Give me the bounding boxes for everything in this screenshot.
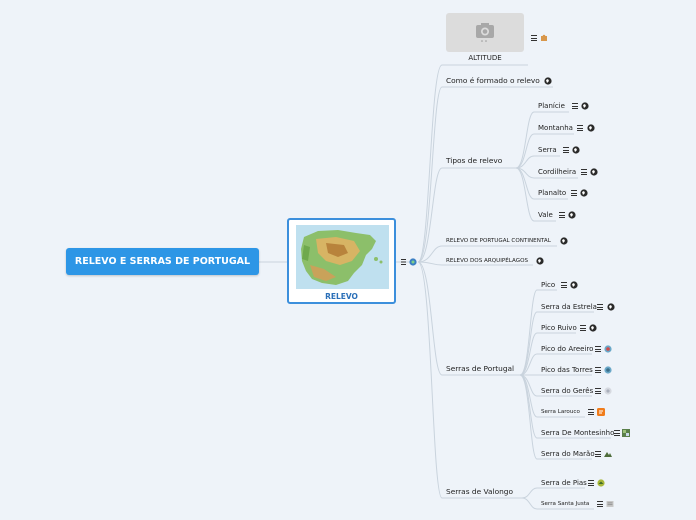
- root-label: RELEVO E SERRAS DE PORTUGAL: [74, 256, 251, 267]
- notes-icon[interactable]: [531, 35, 537, 41]
- notes-icon[interactable]: [614, 430, 620, 436]
- globe-icon[interactable]: [536, 257, 544, 265]
- globe-icon[interactable]: [581, 102, 589, 110]
- hub-icon: [401, 258, 417, 266]
- landscape-icon[interactable]: [597, 479, 605, 487]
- branch-como-formado[interactable]: Como é formado o relevo: [446, 76, 540, 85]
- serra-item[interactable]: Serra De Montesinho: [541, 429, 615, 437]
- notes-icon[interactable]: [595, 388, 601, 394]
- branch-tipos-de-relevo[interactable]: Tipos de relevo: [446, 156, 503, 165]
- globe-icon[interactable]: [580, 189, 588, 197]
- valongo-item[interactable]: Serra de Pias: [541, 479, 587, 487]
- wikipedia-icon[interactable]: [604, 366, 612, 374]
- branch-serras-de-portugal[interactable]: Serras de Portugal: [446, 364, 515, 373]
- web-page-icon[interactable]: [604, 387, 612, 395]
- serra-item[interactable]: Pico Ruivo: [541, 324, 577, 332]
- notes-icon[interactable]: [597, 501, 603, 507]
- notes-icon[interactable]: [588, 409, 594, 415]
- serra-item[interactable]: Pico do Areeiro: [541, 345, 594, 353]
- serra-item[interactable]: Serra do Marão: [541, 450, 595, 458]
- notes-icon[interactable]: [577, 125, 583, 131]
- document-icon[interactable]: [606, 500, 614, 508]
- notes-icon[interactable]: [597, 304, 603, 310]
- notes-icon[interactable]: [571, 190, 577, 196]
- notes-icon[interactable]: [588, 480, 594, 486]
- notes-icon[interactable]: [580, 325, 586, 331]
- notes-icon[interactable]: [563, 147, 569, 153]
- globe-icon[interactable]: [570, 281, 578, 289]
- globe-icon[interactable]: [587, 124, 595, 132]
- notes-icon[interactable]: [559, 212, 565, 218]
- iberia-relief-map-image: [296, 225, 389, 289]
- tipo-item[interactable]: Vale: [538, 211, 553, 219]
- globe-icon[interactable]: [568, 211, 576, 219]
- tipo-item[interactable]: Serra: [538, 146, 557, 154]
- globe-icon[interactable]: [572, 146, 580, 154]
- tipo-item[interactable]: Planalto: [538, 189, 567, 197]
- serra-item[interactable]: Pico: [541, 281, 556, 289]
- wikipedia-icon[interactable]: [604, 345, 612, 353]
- tipo-item[interactable]: Cordilheira: [538, 168, 577, 176]
- notes-icon[interactable]: [581, 169, 587, 175]
- puzzle-icon[interactable]: [540, 34, 548, 42]
- branch-relevo-arquipelagos[interactable]: RELEVO DOS ARQUIPÉLAGOS: [446, 258, 529, 264]
- valongo-item[interactable]: Serra Santa Justa: [541, 501, 590, 507]
- altitude-image-placeholder[interactable]: [446, 13, 524, 52]
- notes-icon[interactable]: [595, 451, 601, 457]
- photo-icon[interactable]: [622, 429, 630, 437]
- serra-item[interactable]: Serra Larouco: [541, 409, 580, 415]
- root-node[interactable]: RELEVO E SERRAS DE PORTUGAL: [66, 248, 259, 275]
- tipo-item[interactable]: Planície: [538, 102, 565, 110]
- notes-icon[interactable]: [595, 346, 601, 352]
- mountain-icon[interactable]: [604, 450, 612, 458]
- notes-icon[interactable]: [561, 282, 567, 288]
- center-node-relevo[interactable]: RELEVO: [287, 218, 396, 304]
- serra-item[interactable]: Pico das Torres: [541, 366, 593, 374]
- notes-icon[interactable]: [572, 103, 578, 109]
- serra-item[interactable]: Serra do Gerês: [541, 387, 594, 395]
- tipo-item[interactable]: Montanha: [538, 124, 573, 132]
- altitude-label: ALTITUDE: [468, 54, 502, 62]
- camera-icon: [476, 23, 494, 42]
- branch-serras-de-valongo[interactable]: Serras de Valongo: [446, 487, 513, 496]
- globe-icon[interactable]: [544, 77, 552, 85]
- blogger-icon[interactable]: [597, 408, 605, 416]
- center-label: RELEVO: [325, 292, 358, 301]
- notes-icon[interactable]: [595, 367, 601, 373]
- globe-icon[interactable]: [560, 237, 568, 245]
- serra-item[interactable]: Serra da Estrela: [541, 303, 597, 311]
- globe-icon[interactable]: [589, 324, 597, 332]
- branch-relevo-continental[interactable]: RELEVO DE PORTUGAL CONTINENTAL: [446, 238, 551, 244]
- globe-icon[interactable]: [590, 168, 598, 176]
- globe-icon[interactable]: [607, 303, 615, 311]
